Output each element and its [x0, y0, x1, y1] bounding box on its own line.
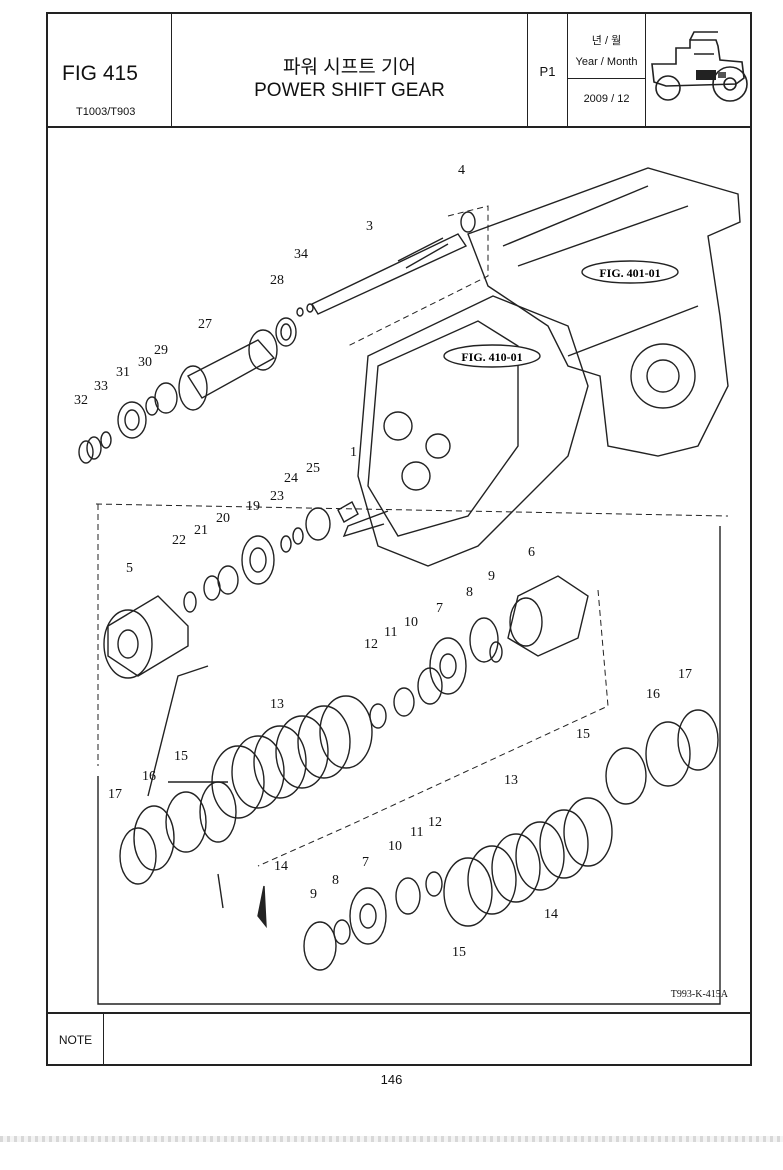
callout-25: 25	[306, 461, 320, 476]
callout-15: 15	[174, 749, 188, 764]
callout-16: 16	[142, 769, 156, 784]
callout-lower-8: 8	[332, 873, 339, 888]
model-code: T1003/T903	[76, 106, 136, 118]
fig-cell: FIG 415 T1003/T903	[48, 14, 172, 126]
tractor-icon	[651, 31, 748, 102]
exploded-view-drawing: 1 3 4 5 6 7 8 9 10 11 12 13 14 15 16 17 …	[74, 163, 741, 1005]
callout-lower-14: 14	[544, 907, 558, 922]
callout-27: 27	[198, 317, 212, 332]
drawing-reference: T993-K-415A	[670, 989, 728, 1000]
title-korean: 파워 시프트 기어	[283, 57, 416, 78]
callout-4: 4	[458, 163, 465, 178]
callout-9: 9	[488, 569, 495, 584]
callout-17: 17	[108, 787, 122, 802]
scan-edge	[0, 1136, 783, 1142]
fig-ref-401: FIG. 401-01	[581, 260, 679, 284]
housing-rear	[467, 167, 741, 457]
callout-20: 20	[216, 511, 230, 526]
year-month-label: Year / Month	[575, 56, 638, 68]
year-month-korean: 년 / 월	[591, 35, 622, 47]
callout-10: 10	[404, 615, 418, 630]
callout-lower-16: 16	[646, 687, 660, 702]
revision-date: 2009 / 12	[583, 93, 630, 105]
callout-lower-11: 11	[410, 825, 423, 840]
callout-32: 32	[74, 393, 88, 408]
page-number: 146	[380, 1072, 403, 1087]
callout-23: 23	[270, 489, 284, 504]
callout-3: 3	[366, 219, 373, 234]
callout-14: 14	[274, 859, 288, 874]
exploded-diagram: 1 3 4 5 6 7 8 9 10 11 12 13 14 15 16 17 …	[48, 126, 750, 1012]
page-code: P1	[539, 64, 556, 79]
svg-text:FIG. 410-01: FIG. 410-01	[461, 350, 522, 364]
fig-ref-410: FIG. 410-01	[443, 344, 541, 368]
parts-sheet: FIG 415 T1003/T903 파워 시프트 기어 POWER SHIFT…	[46, 12, 752, 1066]
title-block: FIG 415 T1003/T903 파워 시프트 기어 POWER SHIFT…	[48, 14, 750, 128]
callout-lower-7: 7	[362, 855, 369, 870]
callout-lower-15a: 15	[452, 945, 466, 960]
callout-lower-10: 10	[388, 839, 402, 854]
callout-21: 21	[194, 523, 208, 538]
note-row: NOTE	[48, 1012, 750, 1066]
tractor-cell	[646, 14, 750, 126]
callout-lower-13: 13	[504, 773, 518, 788]
callout-28: 28	[270, 273, 284, 288]
callout-lower-9: 9	[310, 887, 317, 902]
callout-5: 5	[126, 561, 133, 576]
callout-11: 11	[384, 625, 397, 640]
callout-13: 13	[270, 697, 284, 712]
title-english: POWER SHIFT GEAR	[254, 80, 445, 101]
callout-24: 24	[284, 471, 298, 486]
page-code-cell: P1	[528, 14, 568, 126]
callout-lower-12: 12	[428, 815, 442, 830]
callout-22: 22	[172, 533, 186, 548]
callout-6: 6	[528, 545, 535, 560]
callout-19: 19	[246, 499, 260, 514]
note-label: NOTE	[48, 1014, 104, 1066]
housing-front	[357, 295, 589, 567]
callout-31: 31	[116, 365, 130, 380]
figure-number: FIG 415	[62, 62, 138, 85]
callout-34: 34	[294, 247, 308, 262]
callout-8: 8	[466, 585, 473, 600]
svg-text:FIG. 401-01: FIG. 401-01	[599, 266, 660, 280]
callout-12: 12	[364, 637, 378, 652]
date-cell: 년 / 월 Year / Month 2009 / 12	[568, 14, 646, 126]
callout-33: 33	[94, 379, 108, 394]
callout-29: 29	[154, 343, 168, 358]
title-cell: 파워 시프트 기어 POWER SHIFT GEAR	[172, 14, 528, 126]
callout-1: 1	[350, 445, 357, 460]
callout-lower-17: 17	[678, 667, 692, 682]
callout-lower-15b: 15	[576, 727, 590, 742]
date-divider	[568, 78, 645, 79]
callout-7: 7	[436, 601, 443, 616]
callout-30: 30	[138, 355, 152, 370]
